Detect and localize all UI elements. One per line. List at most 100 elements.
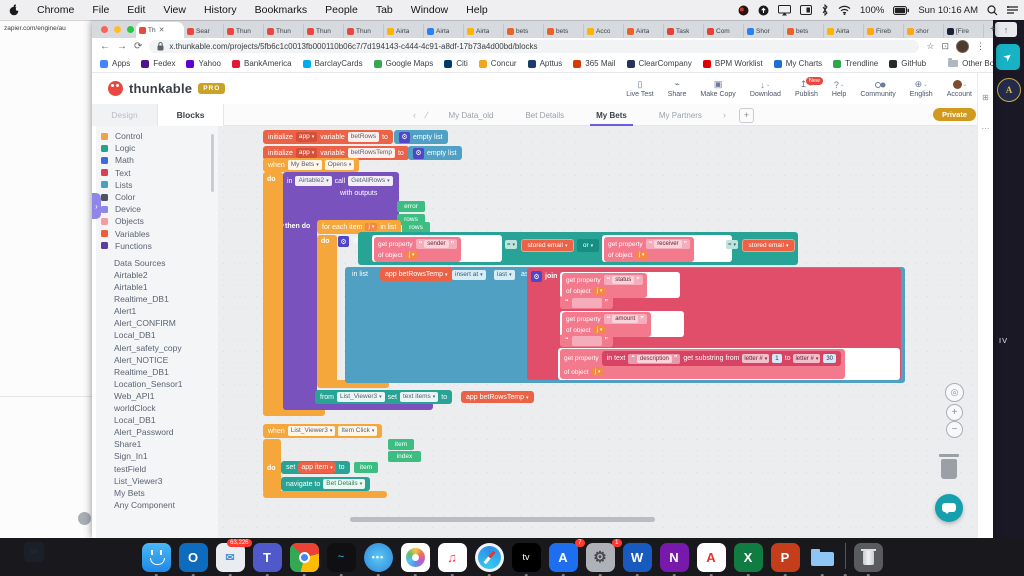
component-dropdown[interactable]: Airtable2	[295, 176, 332, 186]
variable-chip[interactable]: app betRowsTemp	[461, 391, 534, 403]
screens-next-icon[interactable]: ›	[722, 110, 726, 120]
sidebar-component[interactable]: Alert_CONFIRM	[96, 317, 218, 329]
profile-avatar[interactable]	[956, 40, 969, 53]
dock-icon[interactable]: P	[770, 542, 800, 576]
extensions-icon[interactable]: ⊡	[941, 41, 949, 51]
sidebar-component[interactable]: Any Component	[96, 499, 218, 511]
variable-name-field[interactable]: betRowsTemp	[347, 148, 395, 158]
browser-tab[interactable]: bets	[504, 24, 544, 38]
sidebar-component[interactable]: My Bets	[96, 487, 218, 499]
screen-tab[interactable]: My Bets	[580, 104, 643, 126]
sidebar-scrollbar[interactable]	[211, 134, 214, 192]
object-dropdown[interactable]: j	[593, 326, 606, 334]
dock-icon[interactable]: N	[659, 542, 689, 576]
maximize-window-button[interactable]	[127, 26, 134, 33]
dock-icon[interactable]: ⚙ 1	[585, 538, 622, 576]
bookmark-item[interactable]: BarclayCards	[302, 59, 363, 68]
dock-icon[interactable]	[400, 542, 430, 576]
block-foreach[interactable]: for each item j in list	[317, 220, 402, 234]
call-block-bottom[interactable]	[283, 402, 433, 410]
sidebar-component[interactable]: Alert_NOTICE	[96, 354, 218, 366]
browser-tab[interactable]: Sear	[184, 24, 224, 38]
to-number[interactable]: 30	[823, 354, 837, 363]
browser-tab[interactable]: Shor	[744, 24, 784, 38]
call-block-spine[interactable]	[283, 224, 317, 410]
window-controls[interactable]	[101, 26, 134, 33]
block-when-item-click[interactable]: when List_Viewer3 Item Click	[263, 424, 383, 438]
menu-item[interactable]: People	[316, 4, 367, 16]
block-call-getallrows[interactable]: in Airtable2 call GetAllRows	[284, 174, 398, 188]
sidebar-component[interactable]: Local_DB1	[96, 329, 218, 341]
output-index[interactable]: index	[388, 451, 421, 462]
private-badge[interactable]: Private	[932, 108, 976, 121]
bookmark-item[interactable]: Google Maps	[373, 59, 433, 68]
gear-icon[interactable]: ⚙	[338, 236, 349, 247]
sidebar-component[interactable]: Realtime_DB1	[96, 366, 218, 378]
block-init-betrowstemp[interactable]: initialize app variable betRowsTemp to	[263, 146, 409, 160]
bookmark-item[interactable]: BankAmerica	[232, 59, 292, 68]
sidebar-category[interactable]: Control	[96, 130, 218, 142]
event-dropdown[interactable]: Opens	[324, 160, 355, 170]
menu-item[interactable]: View	[154, 4, 195, 16]
foreach-bottom[interactable]	[317, 380, 389, 388]
new-tab-button[interactable]: +	[990, 23, 996, 35]
block-when-opens[interactable]: when My Bets Opens	[263, 158, 360, 172]
when-opens-bottom[interactable]	[263, 408, 325, 416]
header-action-button[interactable]: ⌁ Share	[661, 79, 694, 98]
dock-icon[interactable]: tv	[511, 542, 541, 576]
block-empty-list[interactable]: ⚙ empty list	[408, 146, 462, 160]
spotlight-search-icon[interactable]	[987, 4, 998, 16]
position-dropdown[interactable]: last	[494, 270, 515, 280]
screen-tab[interactable]: My Partners	[643, 104, 718, 126]
menu-item[interactable]: Chrome	[28, 4, 83, 16]
sidebar-component[interactable]: Alert_Password	[96, 426, 218, 438]
variable-chip[interactable]: app item	[298, 462, 336, 473]
browser-tab[interactable]: Thun	[264, 24, 304, 38]
browser-tab[interactable]: Thun	[224, 24, 264, 38]
dock-icon[interactable]	[141, 542, 171, 576]
object-dropdown[interactable]: j	[635, 251, 648, 259]
sidebar-component[interactable]: Airtable1	[96, 281, 218, 293]
browser-tab[interactable]: bets	[784, 24, 824, 38]
browser-tab[interactable]: Com	[704, 24, 744, 38]
rows-chip[interactable]: rows	[402, 222, 430, 233]
dock-icon[interactable]: A	[696, 542, 726, 576]
app-status-icon[interactable]	[738, 5, 749, 16]
header-action-button[interactable]: ?⌄ Help	[825, 79, 853, 99]
dock-icon[interactable]: ♫	[437, 542, 467, 576]
screen-dropdown[interactable]: My Bets	[287, 160, 322, 170]
header-action-button[interactable]: New ↥⌄ Publish	[788, 77, 825, 98]
recenter-button[interactable]: ◎	[945, 383, 964, 402]
component-dropdown[interactable]: List_Viewer3	[287, 426, 336, 436]
header-action-button[interactable]: ⊕⌄ English	[903, 79, 940, 98]
sidebar-category[interactable]: Lists	[96, 179, 218, 191]
bookmark-item[interactable]: Fedex	[141, 59, 175, 68]
text-name[interactable]: description	[636, 354, 672, 363]
sidebar-category[interactable]: Device	[96, 203, 218, 215]
menu-bar-clock[interactable]: Sun 10:16 AM	[918, 4, 978, 16]
browser-tab[interactable]: shor	[904, 24, 944, 38]
sidebar-category[interactable]: Color	[96, 191, 218, 203]
dock-icon[interactable]	[843, 542, 847, 576]
tab-close-icon[interactable]: ✕	[158, 27, 165, 34]
sidebar-category[interactable]: Logic	[96, 142, 218, 154]
item-chip[interactable]: item	[354, 462, 378, 473]
dock-icon[interactable]	[289, 542, 319, 576]
loop-var-dropdown[interactable]: j	[365, 223, 378, 231]
forward-icon[interactable]: →	[117, 40, 127, 52]
sidebar-category[interactable]: Math	[96, 154, 218, 166]
browser-tab[interactable]: Thun	[344, 24, 384, 38]
gear-icon[interactable]: ⚙	[531, 271, 542, 282]
window-manager-icon[interactable]	[800, 5, 812, 15]
sidebar-component[interactable]: Sign_In1	[96, 450, 218, 462]
screen-tab[interactable]: My Data_old	[433, 104, 510, 126]
bluetooth-icon[interactable]	[821, 4, 829, 16]
header-action-button[interactable]: ▣ Make Copy	[693, 79, 742, 98]
airplay-icon[interactable]	[778, 4, 791, 16]
sidebar-category[interactable]: Text	[96, 167, 218, 179]
trash-icon[interactable]	[937, 452, 961, 480]
share-button-background[interactable]: ↑	[995, 22, 1017, 37]
browser-tab[interactable]: Th ✕	[136, 22, 184, 38]
dock-icon[interactable]: A 7	[548, 538, 585, 576]
more-options-icon[interactable]: ⋯	[981, 124, 990, 133]
